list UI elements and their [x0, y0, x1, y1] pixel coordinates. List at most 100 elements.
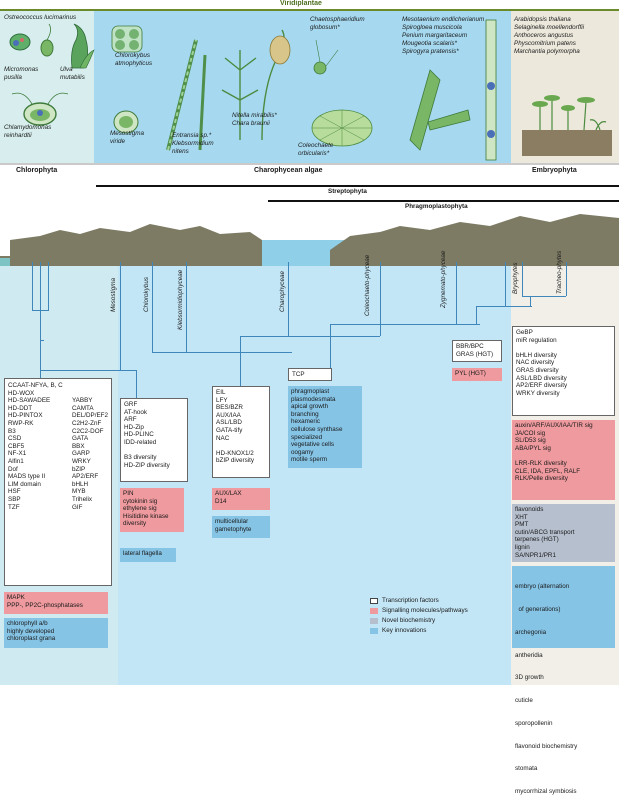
tree-line — [330, 336, 332, 368]
tf-item: BES/BZR — [216, 404, 243, 412]
legend-label-sig: Signalling molecules/pathways — [382, 607, 468, 615]
tf-item: C2H2-ZnF — [71, 419, 102, 427]
clade-mesostigma: Mesostigma — [110, 278, 117, 312]
embryophyta-key-box: embryo (alternation of generations) arch… — [512, 566, 615, 795]
tf-item: HD-ZIP diversity — [124, 461, 170, 469]
species-chlorokybus: Chlorokybus atmophyticus — [115, 52, 175, 67]
sig-item: JA/COI sig — [515, 429, 546, 437]
tf-item: ASL/LBD — [216, 419, 242, 427]
chlorophyta-key-box: chlorophyll a/b highly developed chlorop… — [4, 618, 108, 648]
key-item: gametophyte — [215, 525, 252, 533]
chlorophyta-tf-box: CCAAT-NFYA, B, C HD-WOX HD-SAWADEE HD-DD… — [4, 378, 112, 586]
species-ulva-text: Ulva mutabilis — [60, 66, 85, 81]
chlorophyta-tf-columns: CCAAT-NFYA, B, C HD-WOX HD-SAWADEE HD-DD… — [8, 382, 108, 511]
tf-item: GRAS (HGT) — [456, 350, 494, 358]
tree-line — [566, 262, 568, 296]
tree-line — [476, 306, 478, 324]
tf-item: CAMTA — [71, 404, 94, 412]
chlorophyta-sig-box: MAPK PPP-, PP2C-phosphatases — [4, 592, 108, 614]
legend-swatch-bio — [370, 618, 378, 624]
tf-item: LFY — [216, 396, 228, 404]
tree-line — [40, 370, 136, 372]
tf-item — [72, 390, 108, 398]
sig-item: AUX/LAX — [215, 490, 242, 497]
tree-line — [288, 262, 290, 336]
tree-line — [40, 262, 42, 318]
micromonas-cell-icon — [40, 23, 54, 57]
tf-item: SBP — [8, 495, 21, 503]
species-spirogyra: Spirogyra pratensis* — [402, 48, 459, 55]
species-entransia: Entransia sp.* — [172, 132, 212, 139]
tree-line — [40, 340, 44, 342]
tf-item: MYB — [71, 488, 86, 496]
tree-line — [240, 352, 242, 386]
tf-item: MADS type II — [8, 473, 46, 481]
tf-item: NAC — [216, 434, 230, 442]
clade-zygnematophyceae: Zygnemato-phyceae — [440, 250, 447, 308]
species-spirogloea: Spirogloea muscicola — [402, 24, 462, 31]
tf-item: NF-X1 — [8, 450, 27, 458]
tree-line — [48, 262, 50, 310]
mesostigma-sig-box: PIN cytokinin sig ethylene sig Hisitidin… — [120, 488, 184, 532]
sig-item: diversity — [123, 520, 147, 528]
chaetosphaeridium-icon — [313, 39, 339, 75]
key-item: sporopollenin — [515, 719, 553, 727]
tf-item: Dof — [8, 465, 18, 473]
tf-item: HD-WOX — [8, 389, 35, 397]
tree-line — [240, 336, 242, 352]
key-item: mycorrhizal symbiosis — [515, 788, 577, 796]
tf-item: HD-DDT — [8, 404, 33, 412]
klebsormidium-sig-box: AUX/LAX D14 — [212, 488, 270, 510]
bio-item: XHT — [515, 513, 528, 521]
species-coleochaete-text: Coleochaete orbicularis* — [298, 142, 334, 157]
tree-line — [476, 306, 532, 308]
zygnematophyceae-icon — [409, 19, 497, 161]
klebsormidium-key-box: multicellular gametophyte — [212, 516, 270, 538]
key-item: phragmoplast — [291, 388, 330, 395]
viridiplantae-label: Viridiplantae — [280, 0, 322, 7]
ostreococcus-cell-icon — [9, 33, 31, 51]
entransia-filament-icon — [166, 39, 207, 151]
clade-coleochaetophyceae: Coleochaeto-phyceae — [364, 254, 371, 316]
sig-item: PPP-, PP2C-phosphatases — [7, 601, 83, 609]
tree-line — [240, 336, 380, 338]
bio-item: SA/NPR1/PR1 — [515, 551, 556, 559]
sig-item — [515, 452, 612, 460]
tree-line — [152, 262, 154, 352]
key-item: of generations) — [515, 605, 561, 613]
sig-item: PIN — [123, 490, 134, 497]
key-item: chloroplast grana — [7, 635, 56, 643]
key-item: highly developed — [7, 627, 55, 635]
legend-swatch-key — [370, 628, 378, 634]
species-mesotaenium: Mesotaenium endlicherianum — [402, 16, 485, 23]
species-illustrations — [9, 19, 612, 161]
land-plants-icon — [522, 95, 612, 156]
tree-line — [530, 296, 532, 306]
sig-item: D14 — [215, 497, 227, 505]
tree-line — [380, 262, 382, 336]
legend-label-tf: Transcription factors — [382, 597, 439, 605]
key-item: motile sperm — [291, 456, 328, 464]
species-penium: Penium margaritaceum — [402, 32, 468, 39]
tf-item: YABBY — [71, 397, 93, 405]
species-mesostigma-text: Mesostigma viride — [110, 130, 144, 145]
chlorophyta-tf-col1: CCAAT-NFYA, B, C HD-WOX HD-SAWADEE HD-DD… — [8, 382, 64, 511]
sig-item: auxin/ARF/AUX/IAA/TIR sig — [515, 422, 593, 429]
clade-tracheophytes: Tracheo-phytes — [556, 250, 563, 294]
tf-item: C2C2-DOF — [71, 427, 104, 435]
chlorophyta-tf-col2: YABBY CAMTA DEL/DP/EF2 C2H2-ZnF C2C2-DOF… — [72, 382, 108, 511]
chlorophyta-label: Chlorophyta — [16, 167, 58, 174]
species-chara: Chara braunii — [232, 120, 270, 127]
tf-item: IDD-related — [124, 438, 157, 446]
tree-line — [330, 324, 480, 326]
tf-item: GRAS diversity — [516, 366, 559, 374]
legend-swatch-tf — [370, 598, 378, 604]
tf-item — [216, 442, 266, 450]
bio-item: cutin/ABCG transport — [515, 528, 575, 536]
tf-item: CCAAT-NFYA, B, C — [8, 382, 63, 389]
tf-item: bZIP — [71, 465, 86, 473]
coleochaete-disc-icon — [311, 109, 373, 147]
zygnematophyceae-sig-box: PYL (HGT) — [452, 368, 502, 381]
tf-item — [516, 344, 611, 352]
tf-item: TCP — [292, 371, 305, 378]
